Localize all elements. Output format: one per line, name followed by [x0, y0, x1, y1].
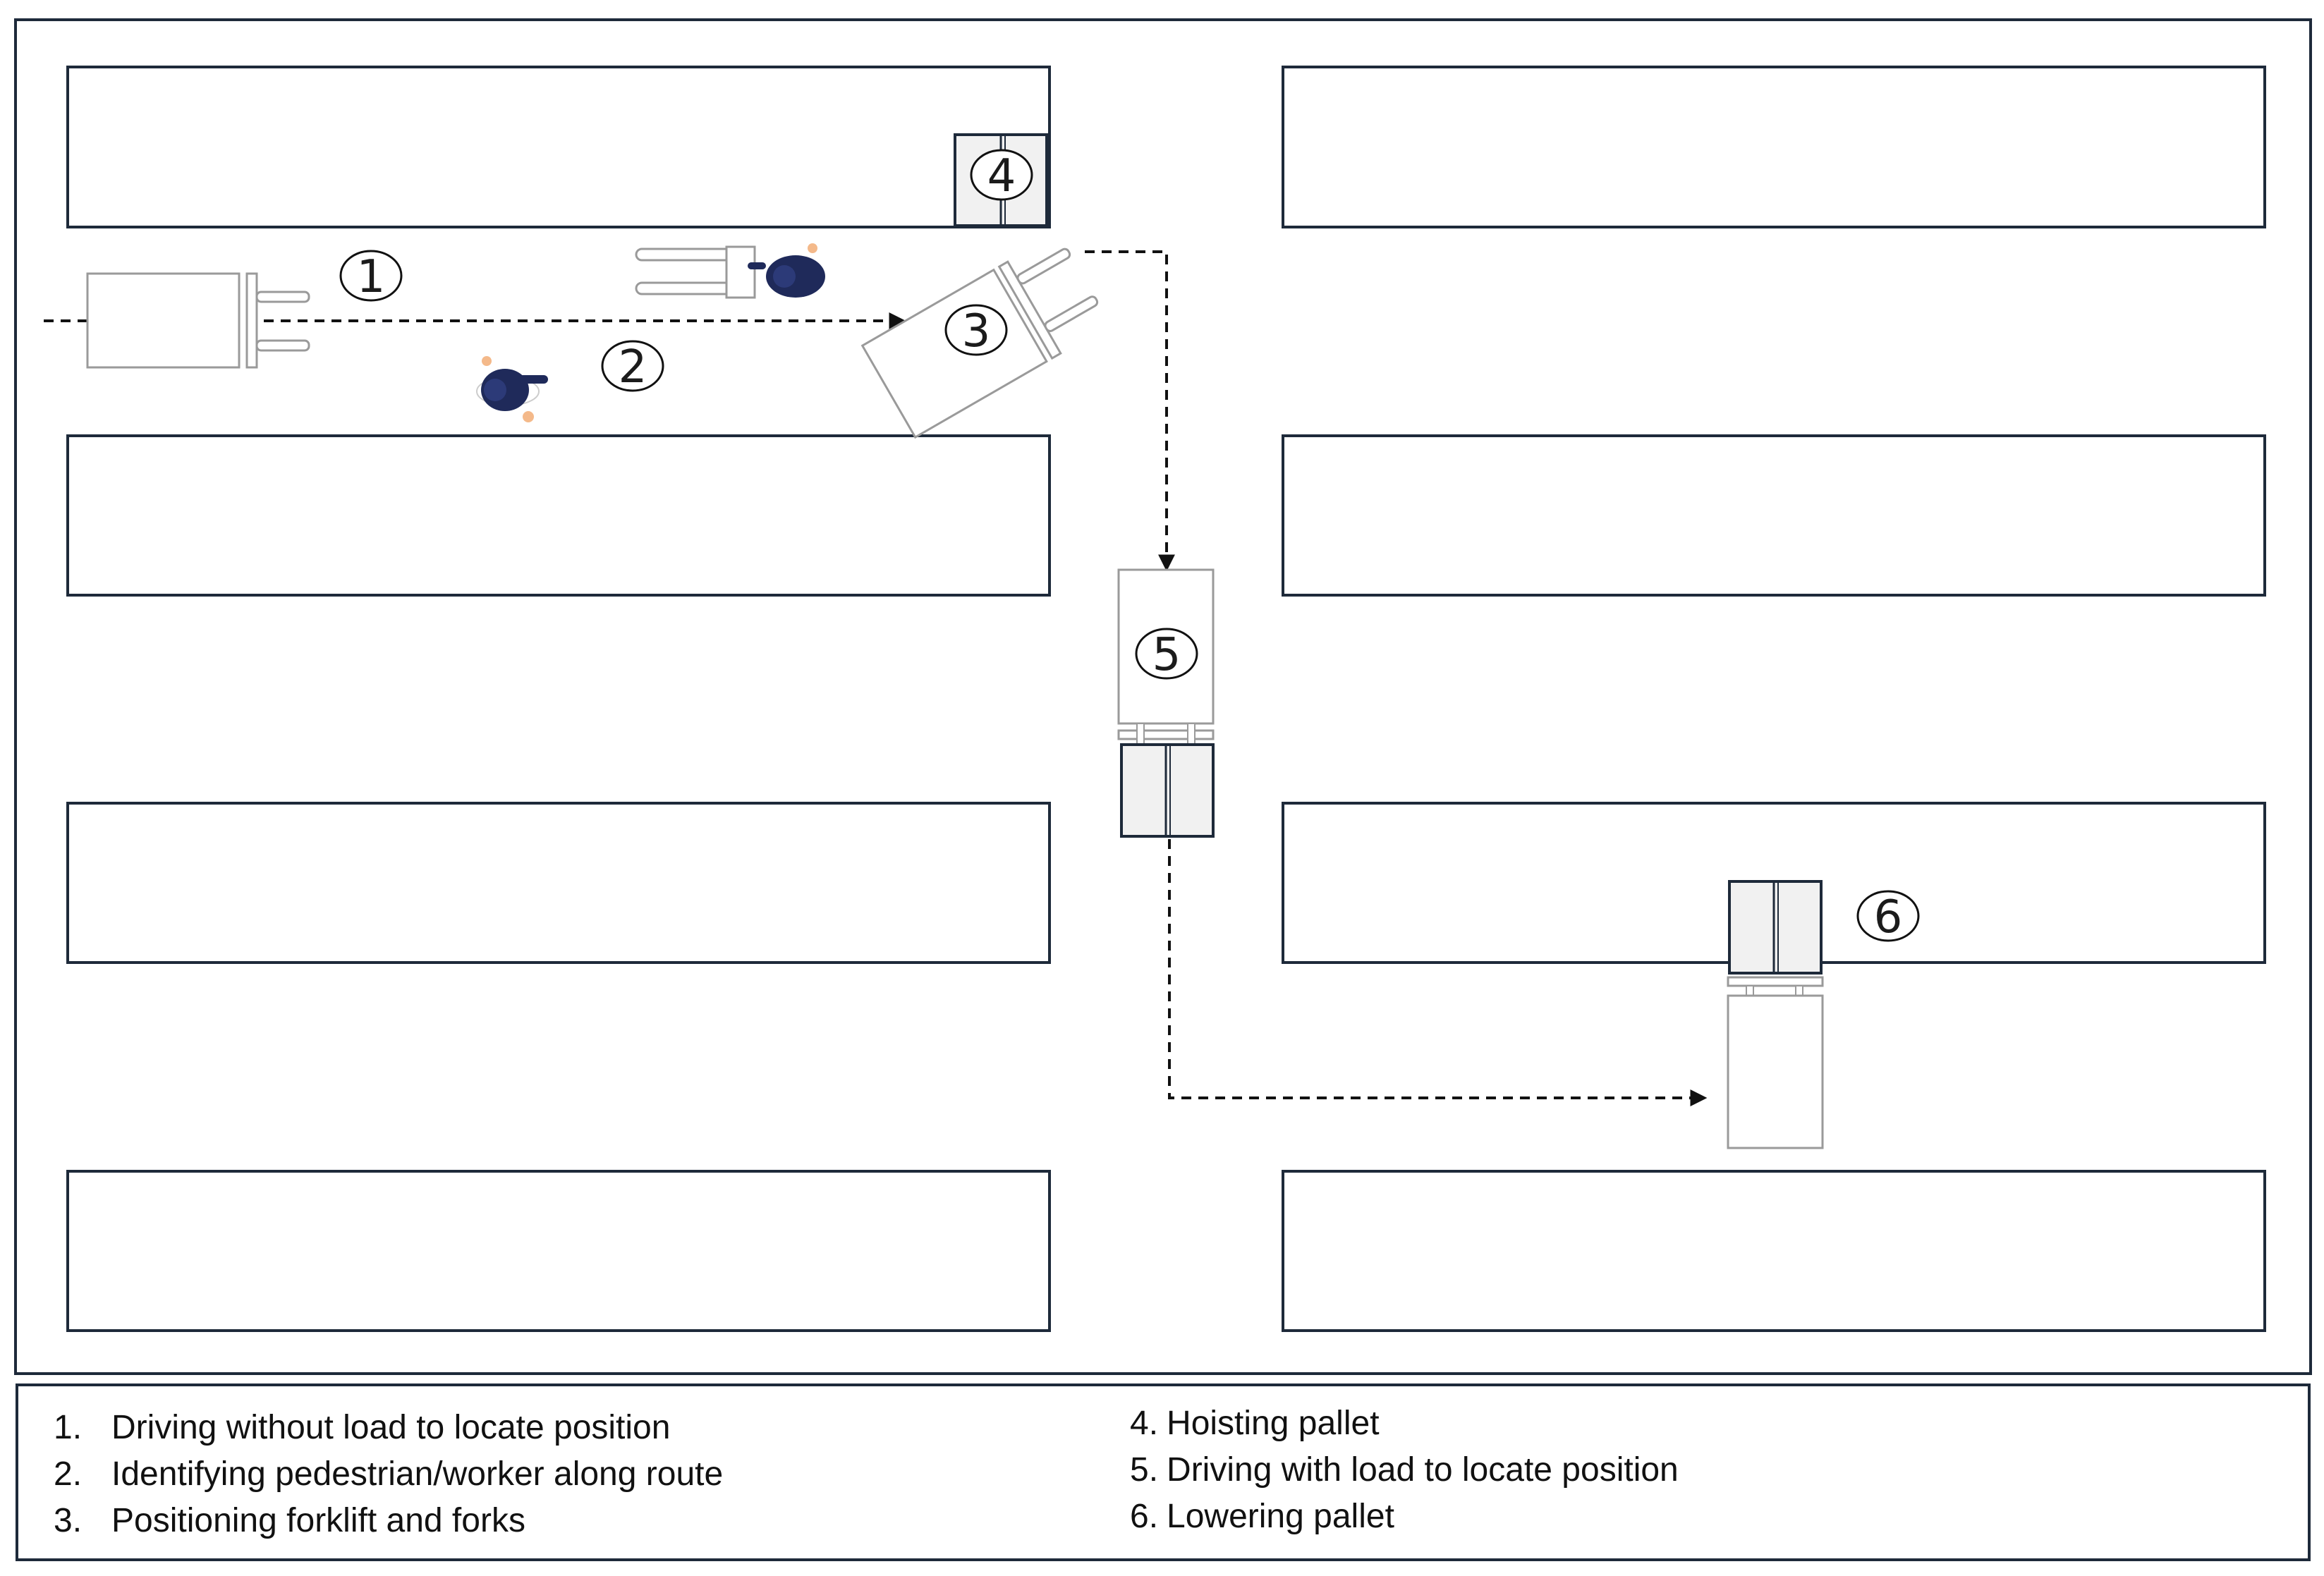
svg-text:1: 1	[357, 251, 386, 303]
rack-left-4	[66, 1170, 1051, 1332]
rack-right-4	[1282, 1170, 2266, 1332]
step-marker-3: 3	[944, 304, 1008, 358]
legend-item-1: 1. Driving without load to locate positio…	[54, 1405, 723, 1451]
step-marker-1: 1	[339, 250, 403, 303]
rack-right-2	[1282, 434, 2266, 597]
legend-column-left: 1. Driving without load to locate positio…	[54, 1405, 723, 1544]
forklift-loaded	[1117, 568, 1215, 838]
pallet-jack-worker	[635, 243, 825, 299]
route-arrow-3	[1168, 839, 1708, 1106]
step-marker-5: 5	[1135, 628, 1198, 681]
step-marker-2: 2	[601, 340, 664, 393]
svg-text:6: 6	[1874, 891, 1903, 943]
svg-text:3: 3	[962, 305, 991, 358]
forklift-lowering	[1727, 880, 1824, 1149]
legend-box: 1. Driving without load to locate positio…	[16, 1383, 2311, 1561]
legend-number: 4.	[1130, 1405, 1159, 1442]
svg-text:2: 2	[619, 341, 647, 393]
legend-text: Driving without load to locate position	[111, 1409, 671, 1446]
rack-left-1	[66, 66, 1051, 228]
warehouse-floor-border	[14, 18, 2312, 1375]
forklift-empty	[86, 272, 310, 369]
legend-item-6: 6.Lowering pallet	[1130, 1493, 1679, 1540]
legend-item-4: 4.Hoisting pallet	[1130, 1400, 1679, 1447]
step-marker-6: 6	[1856, 890, 1920, 943]
legend-text: Identifying pedestrian/worker along rout…	[111, 1455, 724, 1493]
legend-number: 6.	[1130, 1498, 1159, 1535]
legend-text: Lowering pallet	[1167, 1498, 1394, 1535]
svg-text:5: 5	[1152, 629, 1181, 681]
legend-item-5: 5.Driving with load to locate position	[1130, 1447, 1679, 1493]
legend-number: 1.	[54, 1409, 83, 1446]
route-arrow-2	[1085, 250, 1175, 572]
forklift-positioning	[860, 248, 1099, 439]
pedestrian-worker	[476, 356, 548, 422]
legend-text: Driving with load to locate position	[1167, 1451, 1679, 1489]
svg-text:4: 4	[987, 150, 1016, 202]
rack-left-2	[66, 434, 1051, 597]
legend-item-3: 3. Positioning forklift and forks	[54, 1498, 723, 1544]
legend-number: 5.	[1130, 1451, 1159, 1489]
legend-number: 2.	[54, 1455, 83, 1493]
legend-item-2: 2. Identifying pedestrian/worker along ro…	[54, 1451, 723, 1498]
rack-left-3	[66, 802, 1051, 964]
rack-right-1	[1282, 66, 2266, 228]
legend-number: 3.	[54, 1502, 83, 1539]
legend-column-right: 4.Hoisting pallet 5.Driving with load to…	[1130, 1400, 1679, 1540]
legend-text: Positioning forklift and forks	[111, 1502, 525, 1539]
step-marker-4: 4	[970, 149, 1033, 202]
legend-text: Hoisting pallet	[1167, 1405, 1380, 1442]
